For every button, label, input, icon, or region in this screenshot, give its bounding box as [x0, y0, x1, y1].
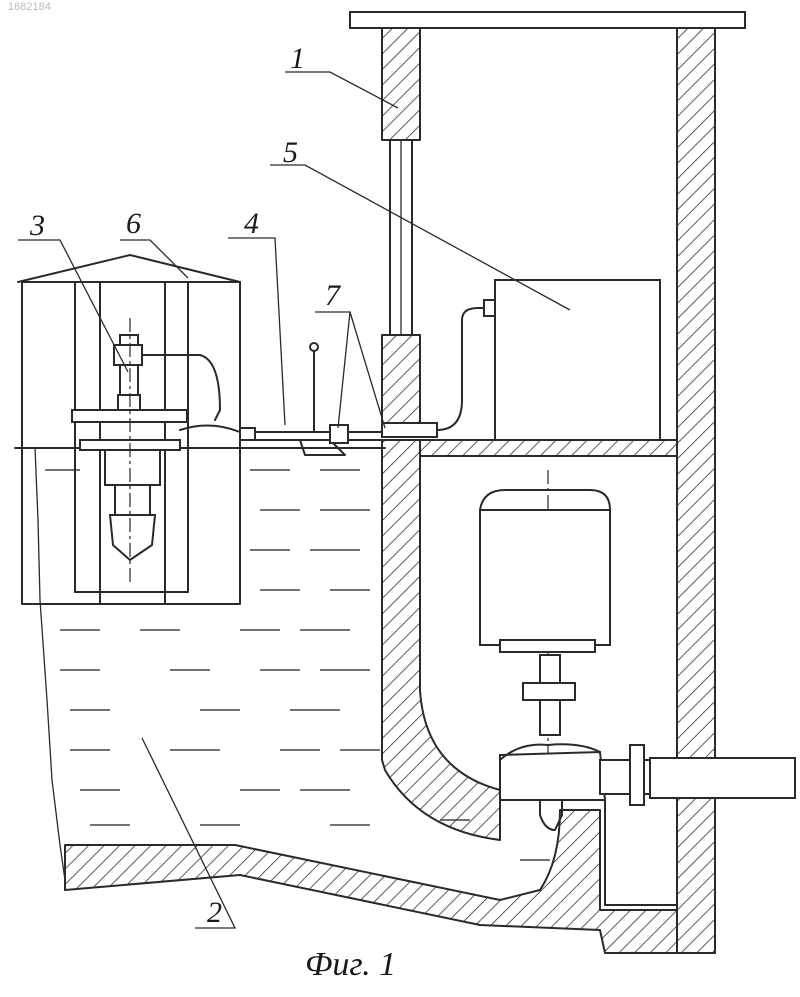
- label-1: 1: [290, 42, 305, 75]
- label-7: 7: [325, 279, 342, 312]
- sensor-device: [72, 318, 240, 585]
- label-4: 4: [244, 207, 259, 240]
- pump-unit: [480, 470, 795, 830]
- label-3: 3: [29, 209, 45, 242]
- control-unit: [495, 280, 660, 440]
- intake-channel-wall: [65, 440, 715, 953]
- label-6: 6: [126, 207, 141, 240]
- control-unit-connector: [484, 300, 495, 316]
- label-2: 2: [207, 896, 222, 929]
- label-5: 5: [283, 136, 298, 169]
- connecting-pipe: [240, 308, 495, 455]
- document-stamp: 1682184: [8, 1, 51, 13]
- figure-caption: Фиг. 1: [305, 946, 396, 983]
